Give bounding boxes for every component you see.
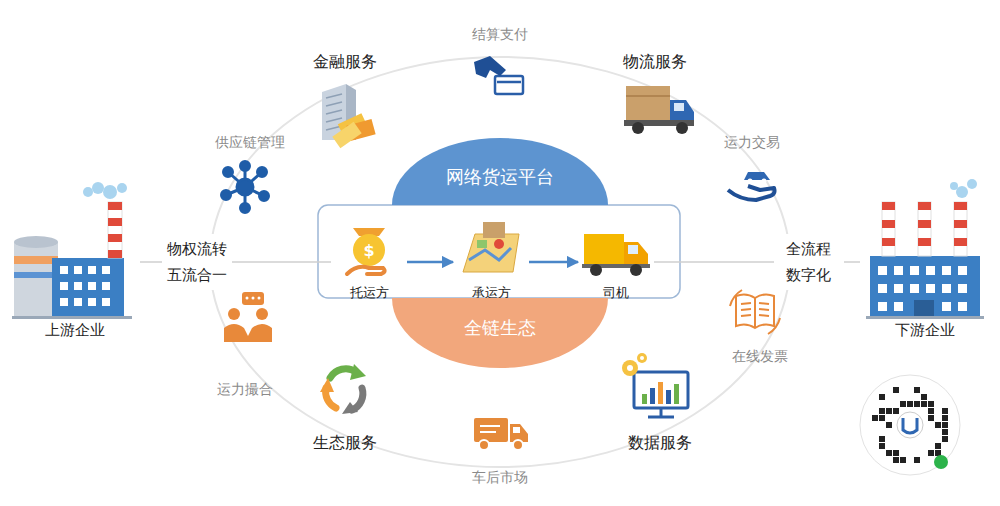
service-label: 数据服务 [628, 433, 692, 454]
invoice-icon [730, 290, 780, 334]
feature-label: 结算支付 [472, 26, 528, 44]
feature-label: 供应链管理 [215, 134, 285, 152]
node-label: 上游企业 [45, 321, 105, 344]
connector-label: 物权流转 五流合一 [162, 234, 232, 291]
data-icon [622, 353, 688, 417]
node-label: 网络货运平台 [446, 165, 554, 189]
aftermarket-icon [474, 418, 528, 450]
shipper-node: $ 托运方 [333, 220, 405, 304]
node-label: 托运方 [350, 284, 389, 304]
feature-label: 运力交易 [724, 134, 780, 152]
node-label: 下游企业 [895, 321, 955, 344]
qr-code [860, 375, 960, 475]
platform-dome: 网络货运平台 [392, 138, 608, 205]
driver-node: 司机 [580, 220, 652, 304]
connector-line [529, 261, 578, 264]
upstream-enterprise-shape [12, 180, 138, 344]
upstream-enterprise: 上游企业 [12, 180, 138, 344]
finance-icon [322, 84, 376, 148]
connector-label: 全流程 数字化 [774, 234, 844, 291]
service-label: 金融服务 [313, 52, 377, 73]
downstream-enterprise: 下游企业 [862, 180, 988, 344]
node-label: 全链生态 [464, 316, 536, 340]
logistics-icon [624, 86, 694, 134]
svg-text:$: $ [363, 241, 374, 260]
carrier-node: 承运方 [455, 220, 527, 304]
supply-chain-icon [222, 162, 269, 213]
matching-icon [224, 292, 272, 342]
ecosystem-bowl: 全链生态 [392, 298, 608, 368]
platform-frame [318, 205, 680, 298]
feature-label: 运力撮合 [217, 381, 273, 399]
payment-icon [474, 56, 523, 94]
eco-icon [320, 364, 366, 414]
feature-label: 在线发票 [732, 348, 788, 366]
downstream-enterprise-shape [862, 180, 988, 344]
service-label: 物流服务 [623, 52, 687, 73]
connector-line [407, 261, 453, 264]
service-label: 生态服务 [313, 433, 377, 454]
capacity-trade-icon [728, 172, 775, 200]
feature-label: 车后市场 [472, 469, 528, 487]
